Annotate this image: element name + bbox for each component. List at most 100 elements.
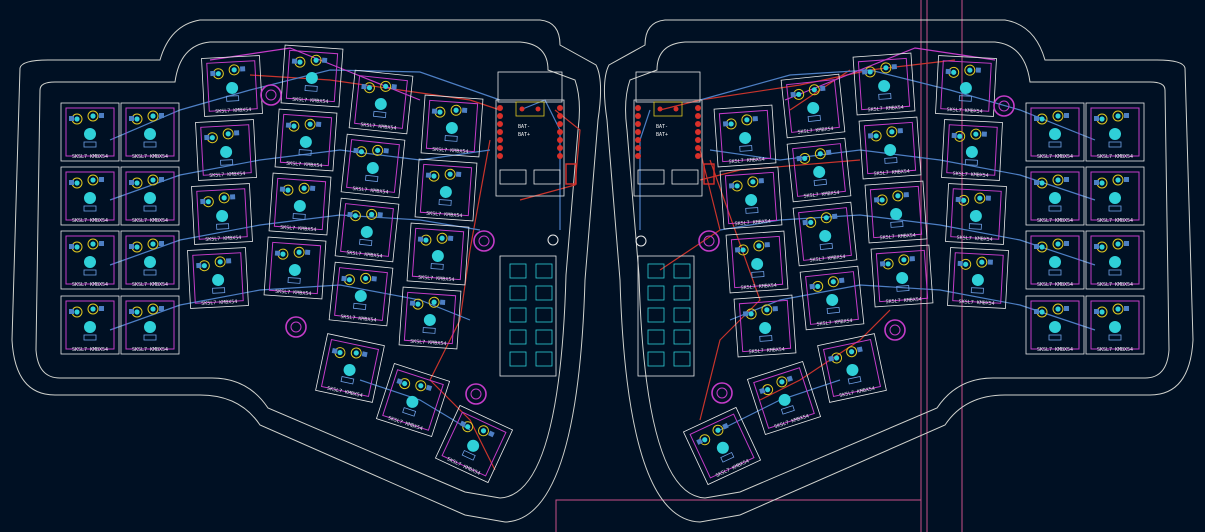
switch-pin	[748, 311, 754, 317]
hotswap-pad	[331, 347, 338, 354]
socket-pad	[509, 329, 527, 345]
mcu-pad	[695, 137, 701, 143]
footprint-label: SKSL7 KMBX54	[735, 219, 771, 228]
hotswap-pad	[204, 134, 210, 141]
diode-footprint	[226, 95, 240, 102]
switch-pin	[90, 306, 96, 312]
diode-footprint	[1108, 334, 1122, 341]
mcu-pad	[497, 153, 503, 159]
switch-body	[1090, 171, 1140, 221]
switch-footprint: SKSL7 KMBX54	[120, 295, 180, 355]
back-copper-track	[719, 214, 1096, 266]
switch-pin	[702, 437, 708, 443]
switch-pin-ring	[228, 64, 240, 76]
switch-body	[419, 163, 473, 217]
switch-center-hole	[965, 145, 978, 158]
mounting-hole-icon	[465, 383, 487, 405]
mounting-hole-icon	[285, 316, 307, 338]
diode-footprint	[220, 159, 234, 166]
switch-pin-ring	[304, 118, 316, 130]
switch-footprint: SKSL7 KMBX54	[120, 102, 180, 162]
hotswap-pad	[831, 213, 838, 220]
back-copper-track	[109, 284, 471, 331]
switch-body	[718, 109, 772, 163]
switch-pin-ring	[970, 128, 982, 140]
switch-pin-ring	[1052, 110, 1064, 122]
mounting-hole-inner	[470, 388, 482, 400]
diode-footprint	[751, 271, 765, 278]
hotswap-pad	[353, 147, 359, 154]
footprint-label: SKSL7 KMBX54	[352, 186, 389, 196]
front-copper-track	[659, 59, 956, 111]
switch-pin	[779, 379, 785, 385]
hotswap-pad	[987, 259, 993, 265]
diode-footprint	[83, 205, 97, 212]
switch-body	[950, 188, 1002, 240]
socket-pad	[673, 307, 691, 323]
switch-pin	[833, 355, 840, 361]
switch-pin	[437, 109, 443, 115]
battery-pad	[519, 106, 525, 112]
switch-center-hole	[896, 271, 909, 284]
hotswap-pad	[790, 91, 796, 98]
switch-pin	[280, 251, 286, 257]
switch-body	[125, 171, 175, 221]
hotswap-pad	[957, 260, 963, 267]
socket-pad	[673, 351, 691, 367]
key-outline	[195, 119, 257, 181]
hotswap-pad	[371, 276, 377, 282]
switch-pin-ring	[87, 238, 99, 250]
switch-center-hole	[1049, 128, 1061, 140]
hotswap-pad	[69, 180, 74, 185]
key-outline	[274, 108, 338, 172]
diode-footprint	[292, 213, 306, 220]
diode-footprint	[143, 269, 157, 276]
mcu-pad	[695, 153, 701, 159]
switch-footprint: SKSL7 KMBX54	[852, 52, 916, 116]
switch-footprint: SKSL7 KMBX54	[1085, 230, 1145, 290]
key-outline	[120, 230, 180, 290]
bat-minus-label: BAT-	[656, 124, 668, 130]
switch-body	[192, 252, 244, 304]
diode-footprint	[461, 449, 476, 461]
mcu-pad	[497, 121, 503, 127]
diode-footprint	[444, 135, 458, 142]
mounting-hole-inner	[889, 324, 901, 336]
key-outline	[1085, 102, 1145, 162]
hotswap-pad	[455, 171, 462, 178]
hotswap-pad	[772, 306, 778, 312]
switch-pin-ring	[298, 182, 310, 194]
footprint-label: SKSL7 KMBX54	[432, 147, 468, 156]
footprint-label: SKSL7 KMBX54	[426, 211, 462, 220]
switch-pin-ring	[310, 54, 322, 66]
switch-pin-ring	[974, 192, 986, 204]
switch-center-hole	[716, 441, 729, 454]
switch-body	[65, 235, 115, 285]
hotswap-pad	[825, 149, 832, 156]
hotswap-pad	[341, 275, 347, 282]
switch-pin-ring	[1112, 110, 1124, 122]
switch-body	[196, 188, 248, 240]
switch-pin-ring	[1112, 174, 1124, 186]
switch-footprint: SKSL7 KMBX54	[1085, 295, 1145, 355]
key-outline	[858, 116, 922, 180]
switch-pin-ring	[741, 114, 753, 126]
hotswap-pad	[1034, 180, 1039, 185]
socket-pad	[509, 285, 527, 301]
switch-pin	[796, 91, 802, 98]
switch-center-hole	[745, 193, 758, 206]
diode-footprint	[1108, 269, 1122, 276]
front-copper-track	[249, 74, 501, 111]
key-outline	[187, 247, 249, 309]
switch-center-hole	[445, 121, 458, 134]
mounting-hole-icon	[698, 230, 720, 252]
hotswap-pad	[159, 113, 164, 118]
mcu-pad	[497, 137, 503, 143]
switch-center-hole	[360, 225, 373, 238]
switch-pin	[353, 350, 359, 356]
switch-pin-ring	[1052, 174, 1064, 186]
switch-pin-ring	[222, 128, 234, 140]
hotswap-pad	[159, 241, 164, 246]
switch-center-hole	[1109, 192, 1121, 204]
